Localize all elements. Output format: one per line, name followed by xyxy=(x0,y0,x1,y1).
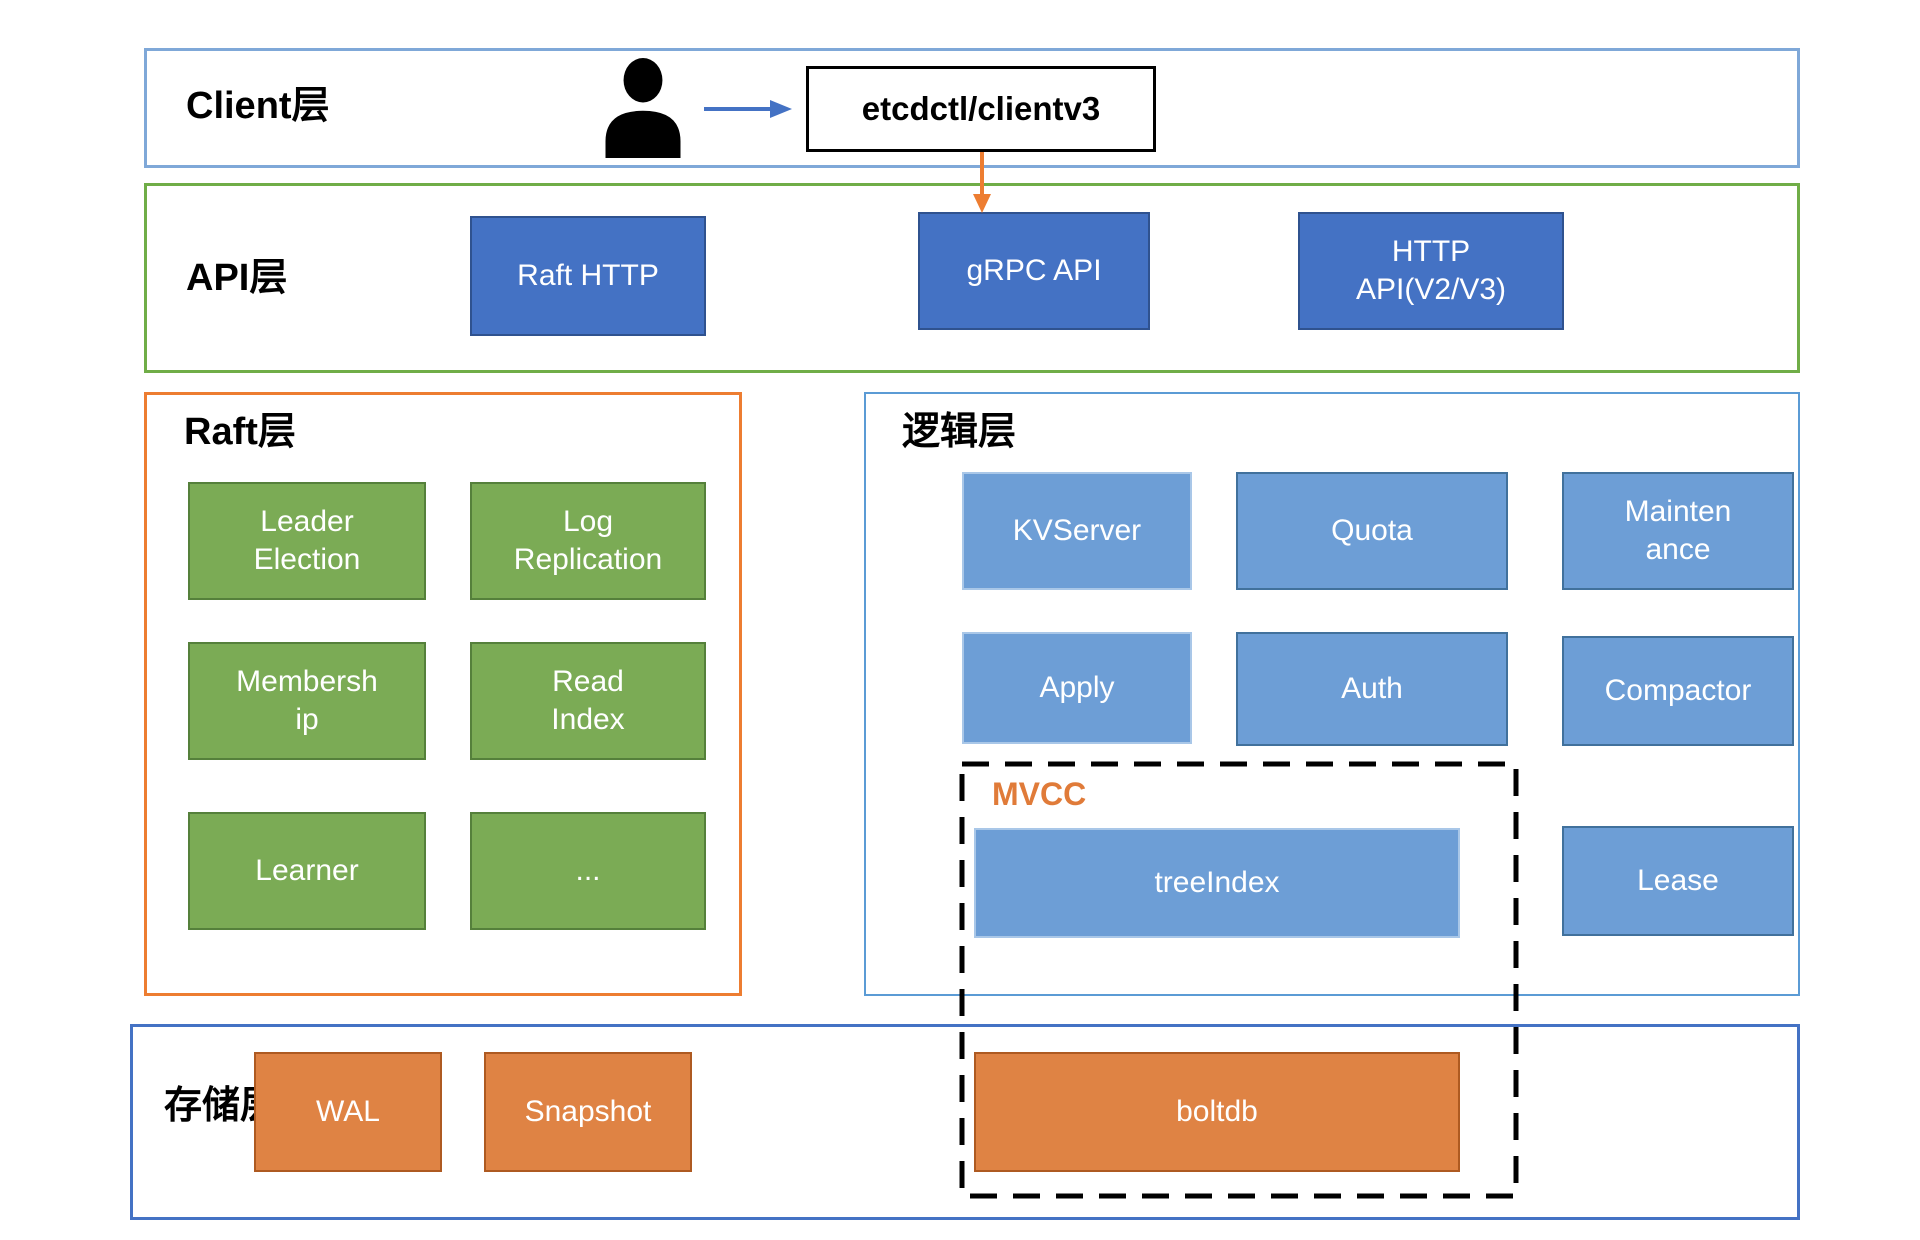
box-treeindex: treeIndex xyxy=(974,828,1460,938)
api-layer-title: API层 xyxy=(186,257,288,299)
client-layer-title: Client层 xyxy=(186,85,330,127)
box-boltdb: boltdb xyxy=(974,1052,1460,1172)
box-leader-election: Leader Election xyxy=(188,482,426,600)
box-apply: Apply xyxy=(962,632,1192,744)
box-maintenance: Maintenance xyxy=(1562,472,1794,590)
box-learner: Learner xyxy=(188,812,426,930)
raft-layer-title: Raft层 xyxy=(184,411,296,453)
box-grpc-api: gRPC API xyxy=(918,212,1150,330)
box-log-replication: Log Replication xyxy=(470,482,706,600)
box-raft-http: Raft HTTP xyxy=(470,216,706,336)
box-read-index: Read Index xyxy=(470,642,706,760)
box-quota: Quota xyxy=(1236,472,1508,590)
box-compactor: Compactor xyxy=(1562,636,1794,746)
box-wal: WAL xyxy=(254,1052,442,1172)
box-ellipsis: ... xyxy=(470,812,706,930)
box-membership: Membership xyxy=(188,642,426,760)
box-snapshot: Snapshot xyxy=(484,1052,692,1172)
box-lease: Lease xyxy=(1562,826,1794,936)
box-kvserver: KVServer xyxy=(962,472,1192,590)
box-auth: Auth xyxy=(1236,632,1508,746)
mvcc-label: MVCC xyxy=(992,776,1087,812)
etcdctl-clientv3-box: etcdctl/clientv3 xyxy=(806,66,1156,152)
box-http-api: HTTP API(V2/V3) xyxy=(1298,212,1564,330)
logic-layer-title: 逻辑层 xyxy=(902,411,1017,453)
